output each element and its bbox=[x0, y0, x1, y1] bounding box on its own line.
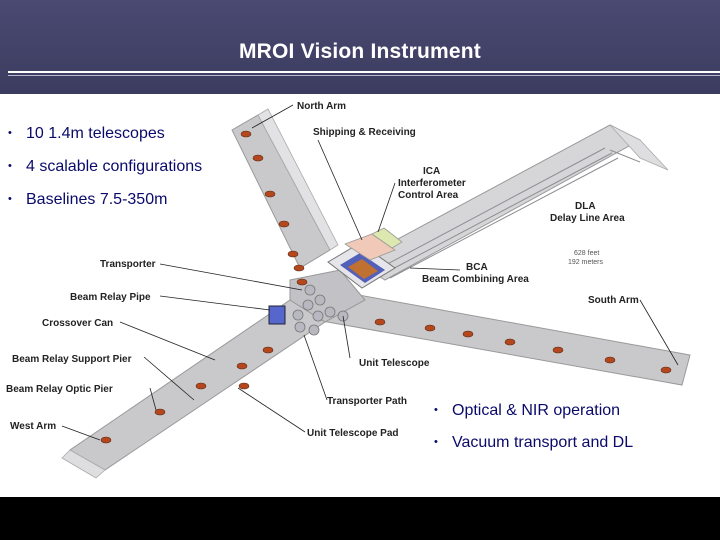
scale-feet: 628 feet bbox=[574, 250, 599, 257]
title-bar bbox=[0, 0, 720, 94]
scale-meters: 192 meters bbox=[568, 259, 604, 266]
bullet-item: •Optical & NIR operation bbox=[434, 402, 621, 419]
delay-line-tubes bbox=[379, 147, 641, 279]
label-shipping-receiving: Shipping & Receiving bbox=[313, 127, 416, 138]
label-control-area: Control Area bbox=[398, 190, 459, 201]
label-beam-relay-pipe: Beam Relay Pipe bbox=[70, 292, 151, 303]
footer-bar bbox=[0, 497, 720, 540]
label-beam-relay-optic-pier: Beam Relay Optic Pier bbox=[6, 384, 113, 395]
array-layout-diagram: North Arm Shipping & Receiving ICA Inter… bbox=[6, 101, 691, 479]
bullet-text: Optical & NIR operation bbox=[452, 402, 621, 419]
bullet-item: •10 1.4m telescopes bbox=[8, 125, 165, 142]
label-transporter-path: Transporter Path bbox=[327, 396, 407, 407]
bullet-item: •Baselines 7.5-350m bbox=[8, 191, 168, 208]
slide-title: MROI Vision Instrument bbox=[238, 40, 482, 63]
bca-building bbox=[327, 227, 403, 289]
label-west-arm: West Arm bbox=[10, 421, 56, 432]
label-beam-combining-area: Beam Combining Area bbox=[422, 274, 529, 285]
label-dla: DLA bbox=[575, 201, 596, 212]
label-interferometer: Interferometer bbox=[398, 178, 466, 189]
unit-telescope-cluster bbox=[292, 284, 349, 336]
title-divider-secondary bbox=[8, 75, 720, 76]
label-delay-line-area: Delay Line Area bbox=[550, 213, 625, 224]
crossover-can bbox=[268, 305, 286, 325]
bullet-item: •4 scalable configurations bbox=[8, 158, 203, 175]
label-crossover-can: Crossover Can bbox=[42, 318, 113, 329]
callout-leader-lines bbox=[61, 104, 679, 441]
north-arm bbox=[231, 108, 339, 269]
bullet-item: •Vacuum transport and DL bbox=[434, 434, 634, 451]
label-unit-telescope-pad: Unit Telescope Pad bbox=[307, 428, 399, 439]
bullet-text: 4 scalable configurations bbox=[26, 158, 203, 175]
label-transporter: Transporter bbox=[100, 259, 156, 270]
label-ica: ICA bbox=[423, 166, 440, 177]
bullet-text: Vacuum transport and DL bbox=[452, 434, 634, 451]
label-bca: BCA bbox=[466, 262, 488, 273]
title-divider bbox=[8, 71, 720, 73]
label-south-arm: South Arm bbox=[588, 295, 639, 306]
label-beam-relay-support-pier: Beam Relay Support Pier bbox=[12, 354, 132, 365]
label-unit-telescope: Unit Telescope bbox=[359, 358, 430, 369]
south-arm bbox=[304, 124, 691, 386]
bullet-text: 10 1.4m telescopes bbox=[26, 125, 165, 142]
unit-telescope-pads bbox=[100, 130, 672, 444]
label-north-arm: North Arm bbox=[297, 101, 346, 112]
bullet-text: Baselines 7.5-350m bbox=[26, 191, 168, 208]
